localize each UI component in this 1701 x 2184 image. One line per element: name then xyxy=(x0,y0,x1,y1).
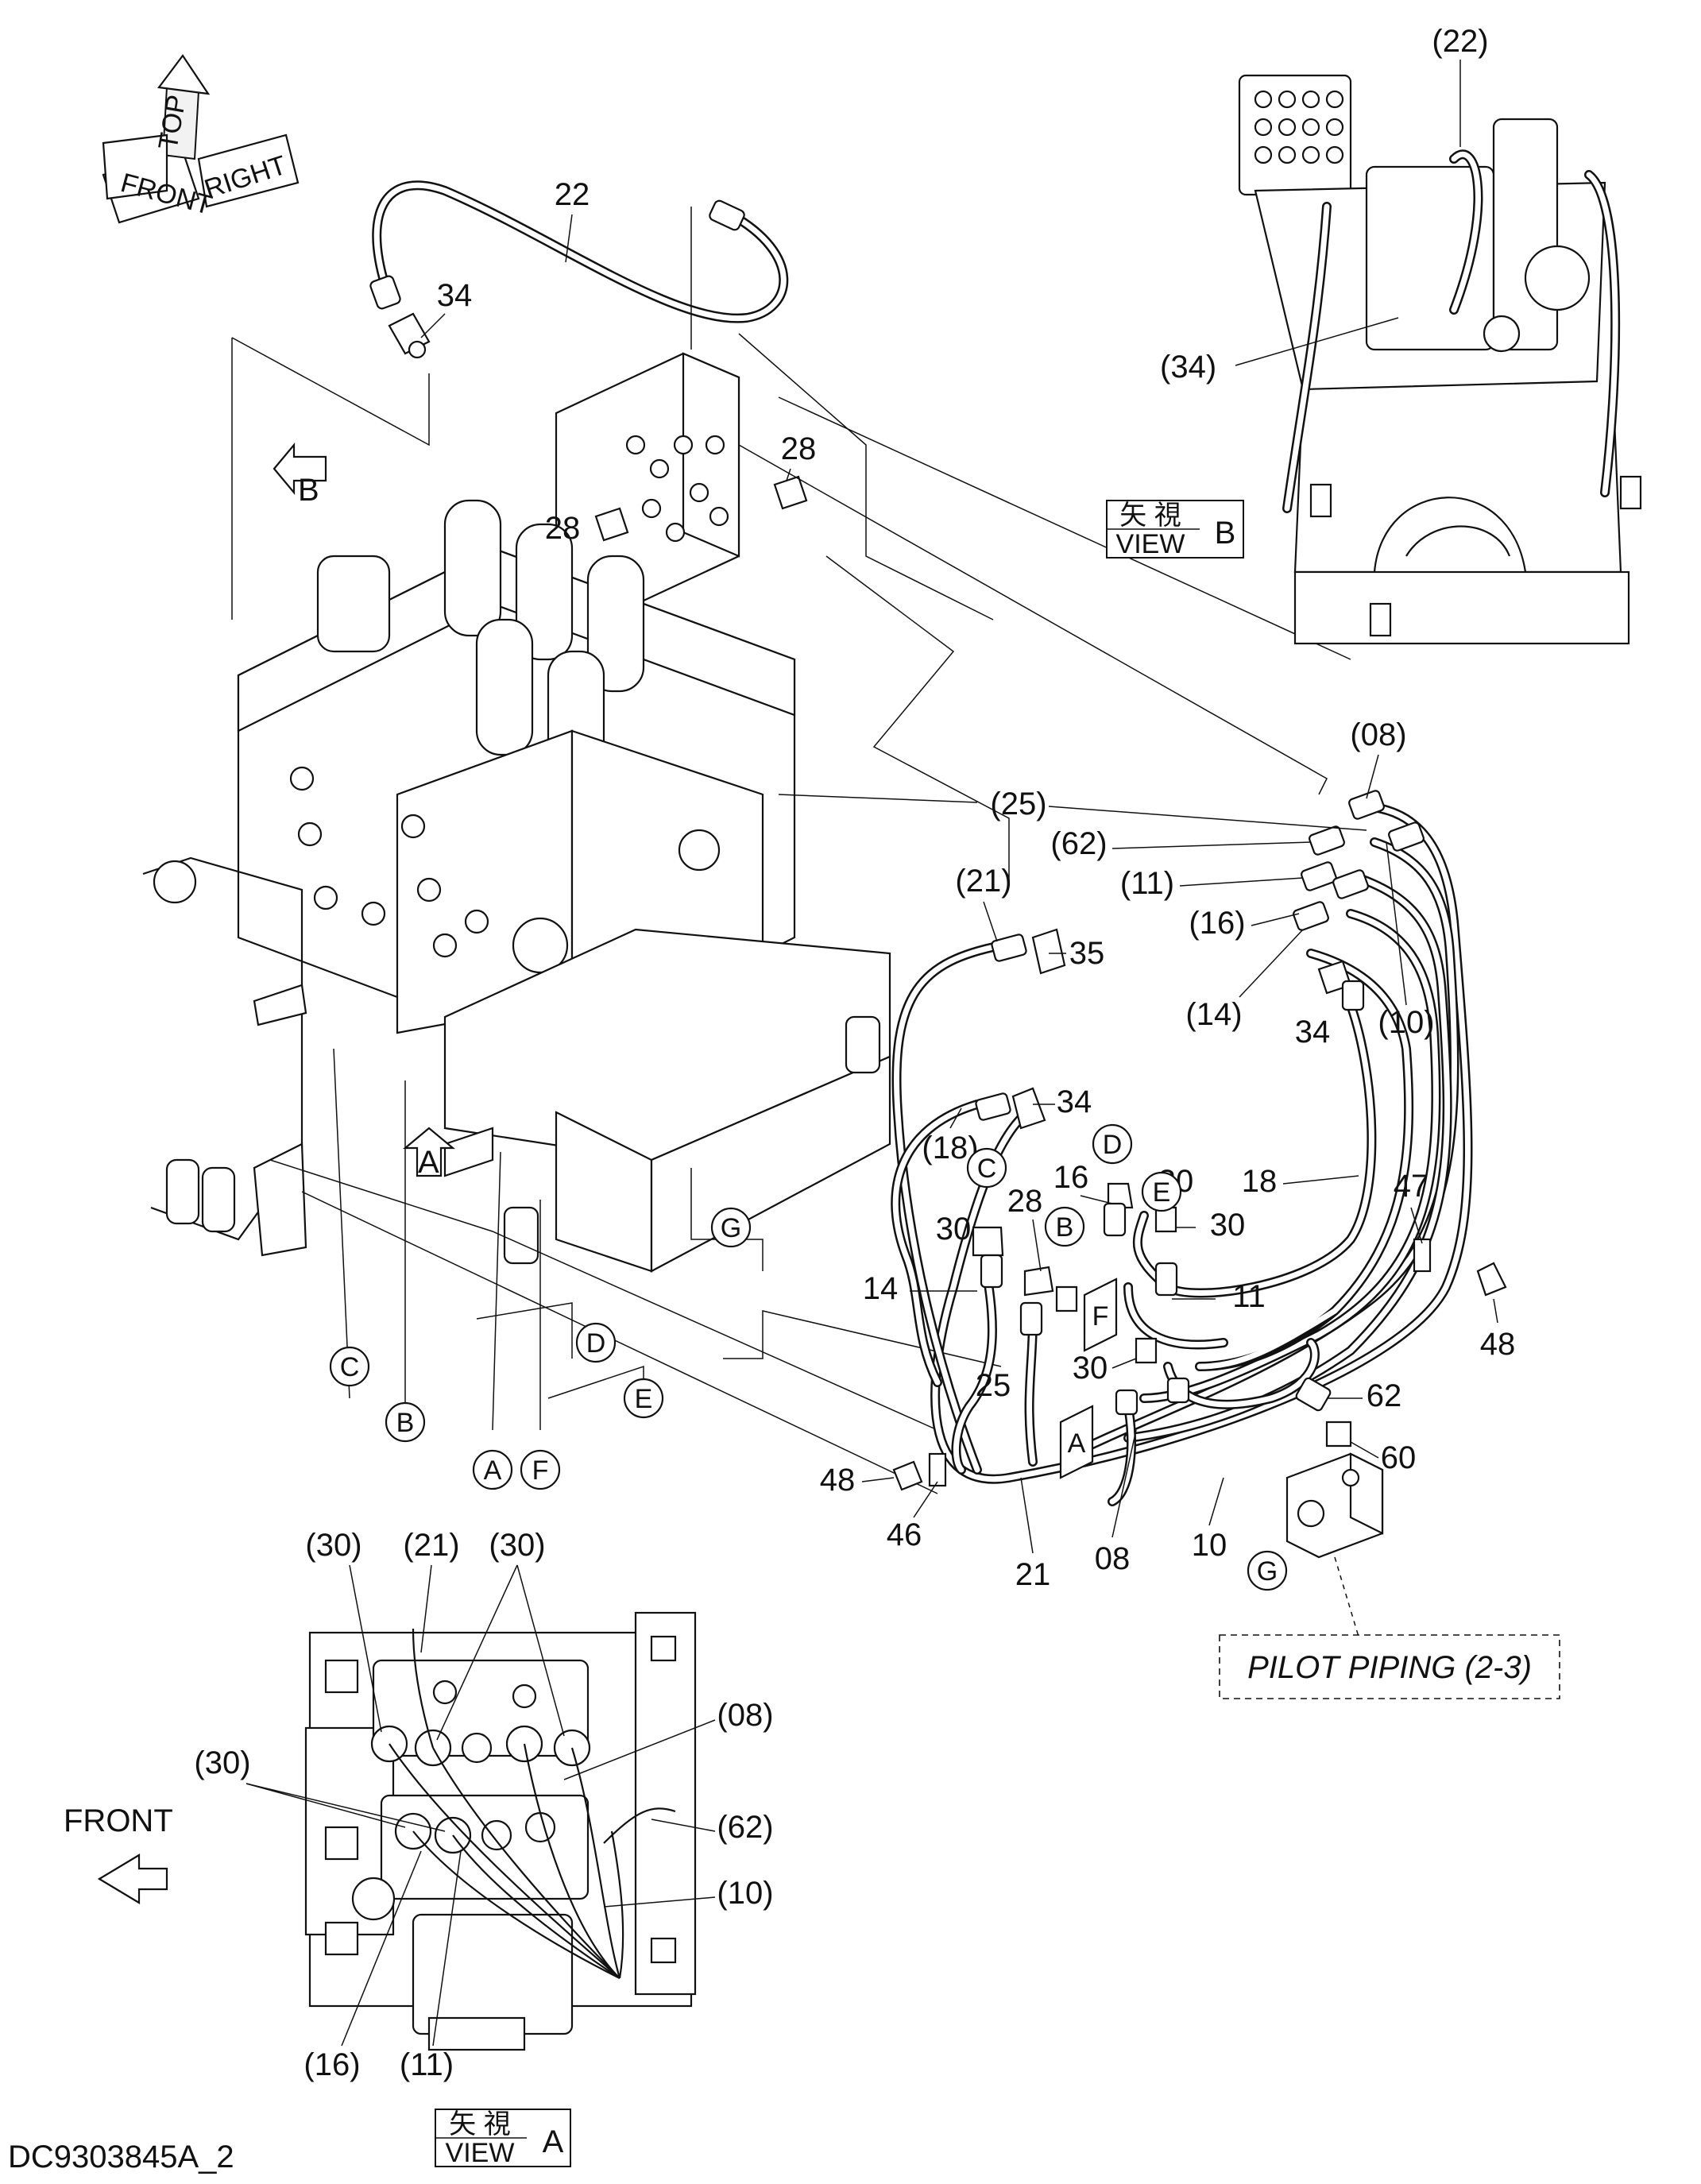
port-a-marker: A xyxy=(1059,1405,1094,1479)
exploded-callout-35: 35 xyxy=(1069,936,1105,971)
exploded-callout-11b: 11 xyxy=(1232,1279,1266,1314)
exploded-callout-16b: 16 xyxy=(1053,1160,1089,1195)
svg-text:A: A xyxy=(1068,1428,1086,1459)
view-b-callout-34: (34) xyxy=(1160,350,1216,385)
svg-text:VIEW: VIEW xyxy=(446,2138,515,2168)
spool-caps xyxy=(316,499,645,788)
control-valve-assembly xyxy=(142,352,891,1273)
main-port-letters: C B A F D E G xyxy=(329,1207,752,1490)
exploded-callout-14b: 14 xyxy=(863,1271,899,1306)
svg-text:A: A xyxy=(543,2124,564,2159)
svg-text:C: C xyxy=(977,1154,997,1184)
view-a-callout-30-left: (30) xyxy=(305,1528,361,1563)
view-a-callout-10: (10) xyxy=(717,1876,773,1911)
exploded-callout-25: (25) xyxy=(990,787,1046,821)
svg-text:矢 視: 矢 視 xyxy=(1119,501,1181,531)
pilot-piping-reference: PILOT PIPING (2-3) xyxy=(1219,1634,1560,1699)
view-a-hose-bundle xyxy=(389,1628,676,1979)
pilot-block-ports xyxy=(625,435,729,543)
svg-text:G: G xyxy=(721,1213,741,1243)
view-a-arrow-marker: A xyxy=(402,1127,456,1180)
svg-text:C: C xyxy=(340,1352,360,1382)
block-g xyxy=(1285,1452,1384,1637)
svg-text:B: B xyxy=(396,1408,415,1438)
exploded-callout-30a: 30 xyxy=(936,1212,972,1247)
view-a-front-label: FRONT xyxy=(64,1803,173,1838)
svg-text:矢 視: 矢 視 xyxy=(449,2109,510,2140)
exploded-callout-34b: 34 xyxy=(1057,1084,1092,1119)
exploded-callout-10: (10) xyxy=(1378,1005,1434,1040)
fitting-28-pair xyxy=(594,475,808,542)
svg-text:A: A xyxy=(418,1145,439,1180)
callout-22: 22 xyxy=(555,177,590,212)
valve-body-ports xyxy=(289,766,489,958)
svg-text:E: E xyxy=(635,1384,653,1414)
exploded-hoses xyxy=(891,802,1473,1506)
exploded-callout-62: (62) xyxy=(1050,826,1107,861)
exploded-callout-11: (11) xyxy=(1120,866,1174,901)
exploded-callout-10b: 10 xyxy=(1192,1528,1227,1563)
exploded-fittings xyxy=(892,790,1507,1491)
view-a-drawing xyxy=(304,1611,697,2051)
fitting-34-top xyxy=(388,312,431,359)
exploded-callout-08b: 08 xyxy=(1095,1541,1131,1576)
view-a-callout-11: (11) xyxy=(400,2047,454,2082)
svg-text:A: A xyxy=(484,1455,502,1486)
callout-28-a: 28 xyxy=(781,431,817,466)
exploded-callout-30d: 30 xyxy=(1073,1351,1108,1386)
svg-text:F: F xyxy=(532,1455,549,1486)
exploded-callout-16: (16) xyxy=(1189,906,1245,941)
view-a-callout-62: (62) xyxy=(717,1810,773,1845)
svg-text:F: F xyxy=(1092,1301,1109,1332)
hose-22 xyxy=(369,180,789,323)
view-a-callout-30-mid: (30) xyxy=(194,1745,250,1780)
view-b-drawing xyxy=(1238,74,1642,645)
exploded-callout-62b: 62 xyxy=(1367,1378,1402,1413)
port-f-marker: F xyxy=(1083,1278,1118,1352)
orientation-arrows-icon: TOP FRONT RIGHT xyxy=(102,54,300,224)
view-a-callout-21: (21) xyxy=(403,1528,459,1563)
exploded-callout-46: 46 xyxy=(887,1517,922,1552)
svg-text:B: B xyxy=(298,473,319,508)
svg-text:VIEW: VIEW xyxy=(1116,529,1185,559)
svg-text:B: B xyxy=(1215,516,1236,551)
exploded-callout-21b: 21 xyxy=(1015,1557,1051,1592)
exploded-callout-14: (14) xyxy=(1185,997,1242,1032)
view-b-arrow-marker: B xyxy=(273,442,327,508)
view-b-tag: 矢 視 VIEW B xyxy=(1106,500,1244,559)
exploded-callout-28: 28 xyxy=(1007,1184,1043,1219)
view-a-tag: 矢 視 VIEW A xyxy=(435,2109,571,2168)
view-a-front-arrow: FRONT xyxy=(64,1803,173,1904)
callout-34-top: 34 xyxy=(437,278,473,313)
exploded-callout-21: (21) xyxy=(955,864,1011,899)
exploded-callout-34a: 34 xyxy=(1295,1015,1331,1049)
view-b-block-ports xyxy=(1254,90,1344,164)
svg-text:D: D xyxy=(586,1328,606,1359)
exploded-port-letters: D C B E F A G xyxy=(966,1123,1288,1591)
exploded-callout-60: 60 xyxy=(1381,1440,1417,1475)
exploded-callout-47: 47 xyxy=(1394,1169,1429,1204)
exploded-callout-18: 18 xyxy=(1242,1164,1278,1199)
svg-text:B: B xyxy=(1056,1212,1074,1243)
exploded-callout-25b: 25 xyxy=(976,1368,1011,1403)
reference-lines-main xyxy=(231,207,1351,1494)
exploded-callout-48-left: 48 xyxy=(820,1463,856,1498)
view-b-callout-22: (22) xyxy=(1432,24,1488,59)
view-a-callout-30-right: (30) xyxy=(489,1528,545,1563)
exploded-callout-30c: 30 xyxy=(1210,1208,1246,1243)
svg-text:PILOT PIPING (2-3): PILOT PIPING (2-3) xyxy=(1247,1650,1532,1685)
svg-text:E: E xyxy=(1153,1177,1171,1208)
exploded-callout-08: (08) xyxy=(1350,717,1406,752)
drawing-number: DC9303845A_2 xyxy=(8,2140,234,2174)
view-a-callout-16: (16) xyxy=(303,2047,360,2082)
svg-text:G: G xyxy=(1257,1556,1278,1587)
view-a-callout-08: (08) xyxy=(717,1698,773,1733)
callout-28-b: 28 xyxy=(545,511,581,546)
exploded-callout-48-right: 48 xyxy=(1480,1327,1516,1362)
svg-text:D: D xyxy=(1103,1130,1123,1160)
